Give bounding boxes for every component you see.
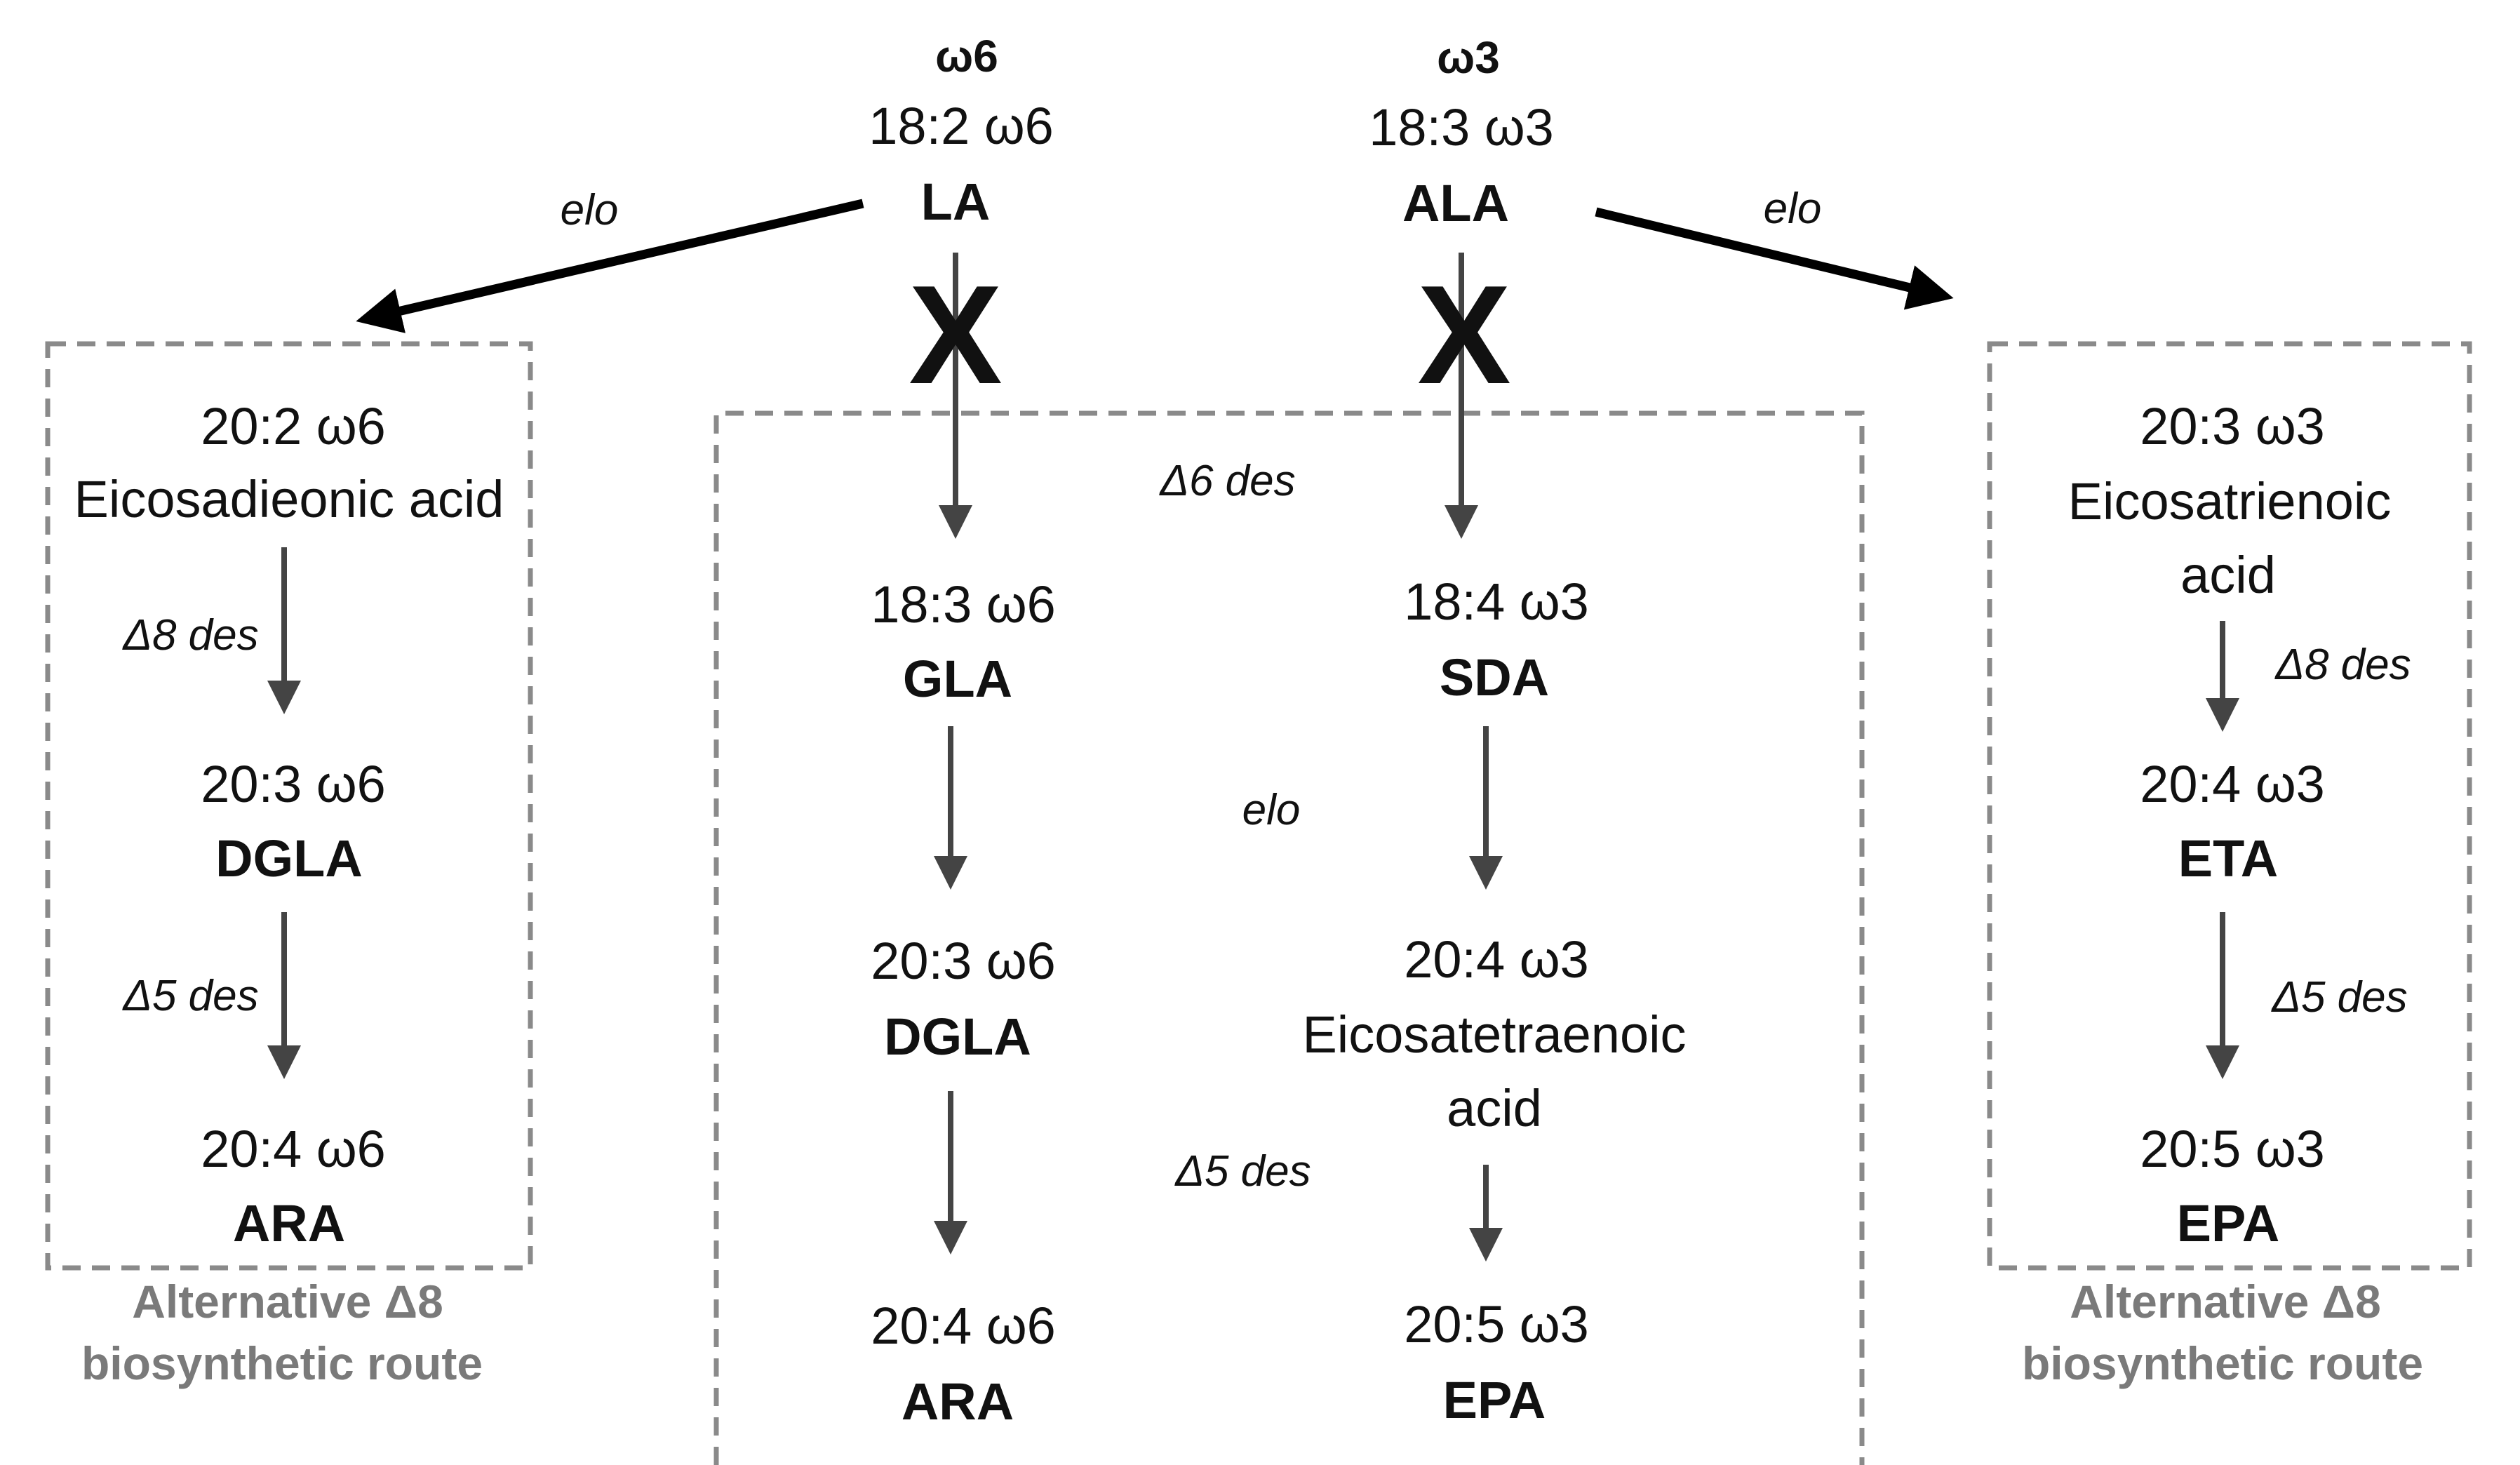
elo-arrow-right xyxy=(1595,207,1954,310)
epa-right-abbr: EPA xyxy=(2176,1194,2280,1252)
elo-arrow-left xyxy=(356,199,864,333)
ara-central-abbr: ARA xyxy=(901,1372,1014,1431)
ala-formula: 18:3 ω3 xyxy=(1369,98,1554,156)
ara-left-abbr: ARA xyxy=(232,1194,346,1252)
ete-name-line2: acid xyxy=(2180,546,2276,604)
ala-abbr: ALA xyxy=(1402,174,1510,232)
elo-label-right: elo xyxy=(1763,185,1822,233)
epa-central-abbr: EPA xyxy=(1442,1371,1546,1429)
right-alt-route-box xyxy=(1987,341,2472,1271)
eicosatetraenoic-formula: 20:4 ω3 xyxy=(1404,930,1589,989)
epa-right-formula: 20:5 ω3 xyxy=(2140,1120,2325,1178)
blocked-mark-omega6: X xyxy=(909,257,1003,413)
left-alt-route-box xyxy=(45,341,533,1271)
gla-abbr: GLA xyxy=(902,650,1013,708)
left-box-caption-line2: biosynthetic route xyxy=(81,1337,483,1389)
eta-right-abbr: ETA xyxy=(2178,829,2279,888)
eicosatetraenoic-name-line2: acid xyxy=(1447,1079,1542,1137)
omega3-header: ω3 xyxy=(1437,32,1500,83)
ete-formula: 20:3 ω3 xyxy=(2140,397,2325,455)
dgla-left-abbr: DGLA xyxy=(215,829,363,888)
eda-formula: 20:2 ω6 xyxy=(201,397,386,455)
central-pathway-box xyxy=(713,410,1865,1465)
ara-left-formula: 20:4 ω6 xyxy=(201,1120,386,1178)
d8-des-right-label: Δ8 des xyxy=(2275,641,2411,689)
eda-name: Eicosadieonic acid xyxy=(74,470,504,528)
right-box-caption-line2: biosynthetic route xyxy=(2021,1337,2424,1389)
d5-des-left-label: Δ5 des xyxy=(123,972,259,1020)
ete-name-line1: Eicosatrienoic xyxy=(2067,472,2392,530)
eicosatetraenoic-name-line1: Eicosatetraenoic xyxy=(1302,1005,1687,1064)
sda-abbr: SDA xyxy=(1439,648,1550,707)
dgla-central-abbr: DGLA xyxy=(884,1008,1031,1066)
dgla-central-formula: 20:3 ω6 xyxy=(871,932,1056,990)
sda-formula: 18:4 ω3 xyxy=(1404,573,1589,631)
la-abbr: LA xyxy=(920,173,991,231)
blocked-mark-omega3: X xyxy=(1417,257,1511,413)
ara-central-formula: 20:4 ω6 xyxy=(871,1297,1056,1355)
elo-label-left: elo xyxy=(560,186,619,234)
d5-des-right-label: Δ5 des xyxy=(2272,973,2408,1022)
d6-des-label: Δ6 des xyxy=(1160,457,1296,505)
la-formula: 18:2 ω6 xyxy=(869,97,1054,155)
omega6-header: ω6 xyxy=(935,31,998,81)
epa-central-formula: 20:5 ω3 xyxy=(1404,1295,1589,1353)
d5-des-central-label: Δ5 des xyxy=(1175,1147,1311,1196)
left-box-caption-line1: Alternative Δ8 xyxy=(132,1276,443,1327)
elo-central-label: elo xyxy=(1242,786,1301,834)
gla-formula: 18:3 ω6 xyxy=(871,575,1056,634)
dgla-left-formula: 20:3 ω6 xyxy=(201,755,386,813)
d8-des-left-label: Δ8 des xyxy=(123,611,259,660)
right-box-caption-line1: Alternative Δ8 xyxy=(2070,1276,2381,1327)
eta-right-formula: 20:4 ω3 xyxy=(2140,755,2325,813)
